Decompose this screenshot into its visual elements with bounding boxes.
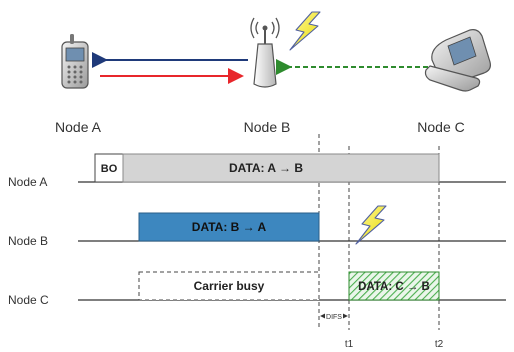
carrier-busy-label: Carrier busy: [194, 279, 265, 293]
difs-label: DIFS: [326, 314, 342, 321]
backoff-label: BO: [101, 163, 118, 175]
lightning-bolt-icon: [289, 11, 321, 51]
row-label-c: Node C: [8, 293, 49, 307]
data-a-to-b-box: [122, 153, 440, 183]
backoff-box: [94, 153, 124, 183]
node-c-label: Node C: [417, 119, 464, 135]
access-point-antenna-icon: [250, 17, 280, 88]
t2-label: t2: [435, 339, 444, 350]
row-label-a: Node A: [8, 175, 47, 189]
flip-phone-icon: [424, 29, 491, 92]
node-a-label: Node A: [55, 119, 102, 135]
carrier-busy-box: [138, 271, 320, 301]
data-c-to-b-box: [348, 271, 440, 301]
collision-lightning-icon: [355, 205, 387, 245]
data-a-to-b-label: DATA: A → B: [229, 161, 303, 175]
data-b-to-a-box: [138, 212, 320, 242]
mobile-phone-icon: [61, 34, 89, 89]
data-b-to-a-label: DATA: B → A: [192, 220, 267, 234]
row-label-b: Node B: [8, 234, 48, 248]
difs-label-bg: [325, 311, 343, 321]
data-c-to-b-label: DATA: C → B: [358, 281, 430, 293]
node-b-label: Node B: [244, 119, 291, 135]
t1-label: t1: [345, 339, 354, 350]
